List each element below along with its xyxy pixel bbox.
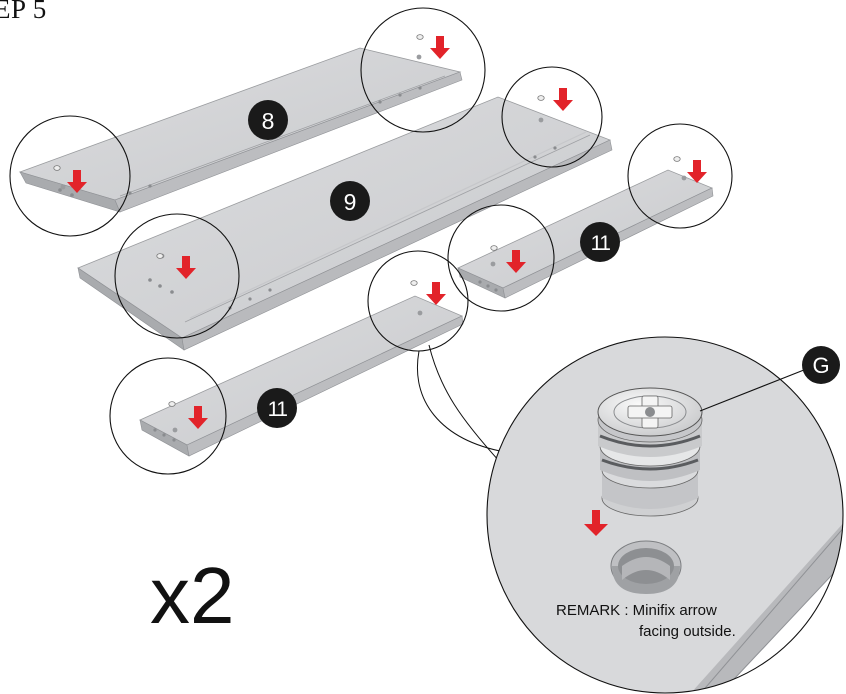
badge-11-right-label: 11	[591, 232, 611, 255]
panel-8	[18, 47, 463, 213]
panel-11-left	[139, 295, 464, 457]
detail-circles	[9, 7, 733, 475]
badge-11-right: 11	[580, 222, 620, 262]
badge-g-label: G	[812, 353, 829, 378]
zoom-arrow	[584, 510, 608, 536]
hardware-leader	[699, 365, 815, 412]
badge-9-label: 9	[344, 189, 357, 215]
badge-8-label: 8	[262, 108, 275, 134]
remark-line-2: facing outside.	[639, 623, 736, 640]
badge-8: 8	[248, 100, 288, 140]
badge-g: G	[802, 346, 840, 384]
badge-9: 9	[330, 181, 370, 221]
minifix-cam	[597, 387, 703, 517]
step-title: EP 5	[0, 0, 47, 24]
remark-line-1: REMARK : Minifix arrow	[556, 602, 717, 619]
badge-11-left-label: 11	[268, 398, 288, 421]
quantity-multiplier: x2	[150, 551, 235, 640]
badge-11-left: 11	[257, 388, 297, 428]
zoom-leader	[417, 350, 506, 453]
